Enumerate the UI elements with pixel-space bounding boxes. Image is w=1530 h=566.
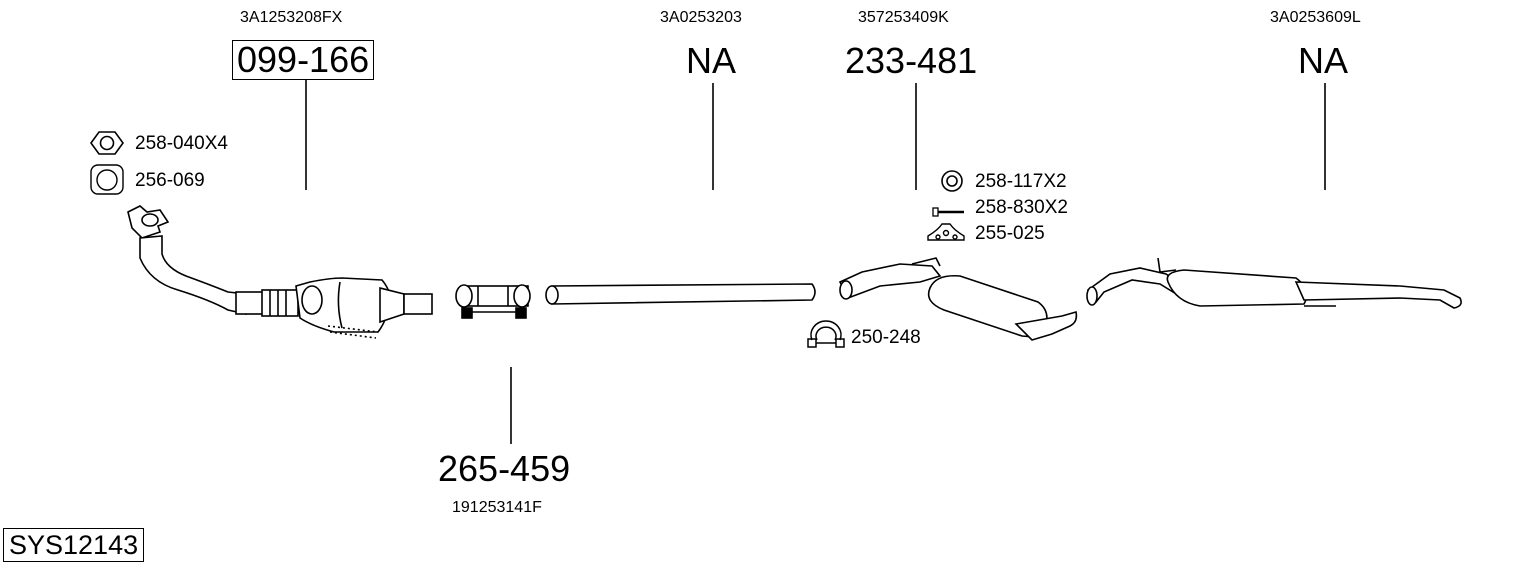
rear-muffler-drawing: [1086, 257, 1462, 309]
catalytic-converter-drawing: [127, 205, 433, 339]
bolt-icon: [932, 207, 964, 217]
accessory-label-nut[interactable]: 258-040X4: [135, 133, 228, 154]
nut-icon: [90, 131, 124, 155]
clamp-icon: [807, 320, 845, 348]
middle-muffler-drawing: [838, 257, 1078, 341]
pipe-connector-drawing: [455, 284, 531, 319]
ring-icon: [941, 170, 963, 192]
part-number-front-pipe[interactable]: NA: [686, 40, 737, 81]
accessory-label-gasket[interactable]: 256-069: [135, 170, 205, 191]
intermediate-pipe-drawing: [545, 283, 816, 305]
accessory-label-mount[interactable]: 255-025: [975, 223, 1045, 244]
gasket-icon: [90, 164, 124, 195]
part-number-connector[interactable]: 265-459: [438, 448, 571, 489]
rubber-mount-icon: [927, 223, 965, 241]
accessory-label-clamp[interactable]: 250-248: [851, 327, 921, 348]
part-number-middle-muffler[interactable]: 233-481: [845, 40, 978, 81]
part-number-catalyst[interactable]: 099-166: [232, 40, 375, 80]
oem-number-front-pipe: 3A0253203: [660, 9, 742, 26]
accessory-label-ring[interactable]: 258-117X2: [975, 171, 1067, 192]
oem-number-catalyst: 3A1253208FX: [240, 9, 343, 26]
accessory-label-bolt[interactable]: 258-830X2: [975, 197, 1068, 218]
oem-number-connector: 191253141F: [452, 499, 542, 516]
part-number-rear-muffler[interactable]: NA: [1298, 40, 1349, 81]
system-id-label: SYS12143: [3, 528, 145, 562]
oem-number-middle-muffler: 357253409K: [858, 9, 949, 26]
oem-number-rear-muffler: 3A0253609L: [1270, 9, 1361, 26]
